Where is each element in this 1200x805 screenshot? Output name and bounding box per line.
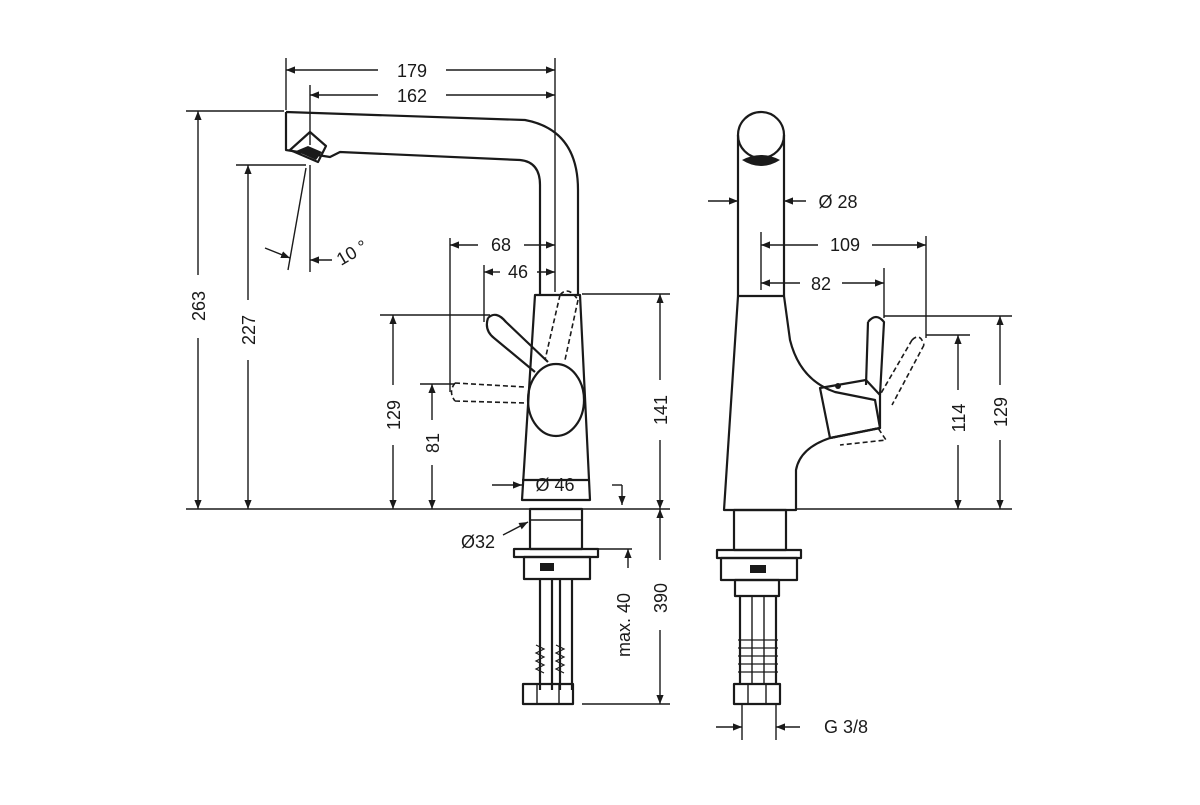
front-lever-hub bbox=[526, 362, 586, 438]
front-base-shank bbox=[528, 507, 584, 551]
side-lever-alt bbox=[879, 336, 925, 406]
side-spout-top bbox=[736, 110, 786, 160]
label-dia32: Ø32 bbox=[461, 532, 495, 552]
label-max40: max. 40 bbox=[614, 593, 634, 657]
label-dia46: Ø 46 bbox=[535, 475, 574, 495]
label-g38: G 3/8 bbox=[824, 717, 868, 737]
label-390: 390 bbox=[651, 583, 671, 613]
dimline-10deg-a bbox=[264, 247, 291, 259]
label-114: 114 bbox=[949, 404, 969, 433]
front-mount-slot bbox=[540, 563, 554, 571]
side-body-outline bbox=[722, 295, 882, 512]
side-lever-hub bbox=[818, 378, 882, 440]
side-base-shank bbox=[732, 508, 788, 552]
label-162: 162 bbox=[397, 86, 427, 106]
side-mount-slot bbox=[750, 565, 766, 573]
front-aerator bbox=[288, 130, 328, 164]
front-body-outline bbox=[520, 293, 592, 502]
label-10deg: 10 ° bbox=[333, 236, 371, 269]
front-spout-outline bbox=[284, 110, 580, 295]
front-view: 179 162 263 227 10 ° 68 46 129 81 141 Ø … bbox=[186, 58, 671, 706]
side-spout-aerator bbox=[742, 155, 780, 166]
front-mount-nut bbox=[522, 555, 592, 581]
label-dia28: Ø 28 bbox=[818, 192, 857, 212]
front-mount-plate bbox=[512, 547, 600, 559]
label-129-side: 129 bbox=[991, 397, 1011, 427]
side-hose-nut bbox=[732, 682, 782, 706]
label-179: 179 bbox=[397, 61, 427, 81]
front-lever-alt-up bbox=[544, 290, 579, 361]
label-46: 46 bbox=[508, 262, 528, 282]
side-lever bbox=[864, 315, 886, 396]
side-lever-alt-low bbox=[831, 427, 888, 446]
label-263: 263 bbox=[189, 291, 209, 321]
label-68: 68 bbox=[491, 235, 511, 255]
front-aerator-dark bbox=[296, 146, 322, 160]
side-neck-outline bbox=[736, 135, 786, 296]
side-view: Ø 28 109 82 114 129 G 3/8 bbox=[708, 110, 1012, 740]
side-hose-crimp bbox=[738, 639, 778, 673]
side-lever-screw bbox=[835, 383, 841, 389]
label-227: 227 bbox=[239, 315, 259, 345]
side-mount-plate bbox=[715, 548, 803, 560]
label-129-front: 129 bbox=[384, 400, 404, 430]
front-hose-crimp bbox=[534, 644, 566, 674]
ext-10deg-angled bbox=[287, 167, 307, 271]
side-mount-washer bbox=[733, 578, 781, 598]
label-82: 82 bbox=[811, 274, 831, 294]
front-lever-alt-left bbox=[450, 382, 526, 404]
label-141: 141 bbox=[651, 395, 671, 425]
dimline-dia32 bbox=[502, 521, 529, 536]
front-hose-nut bbox=[521, 682, 575, 706]
front-lever bbox=[485, 313, 549, 373]
label-109: 109 bbox=[830, 235, 860, 255]
label-81: 81 bbox=[423, 433, 443, 453]
